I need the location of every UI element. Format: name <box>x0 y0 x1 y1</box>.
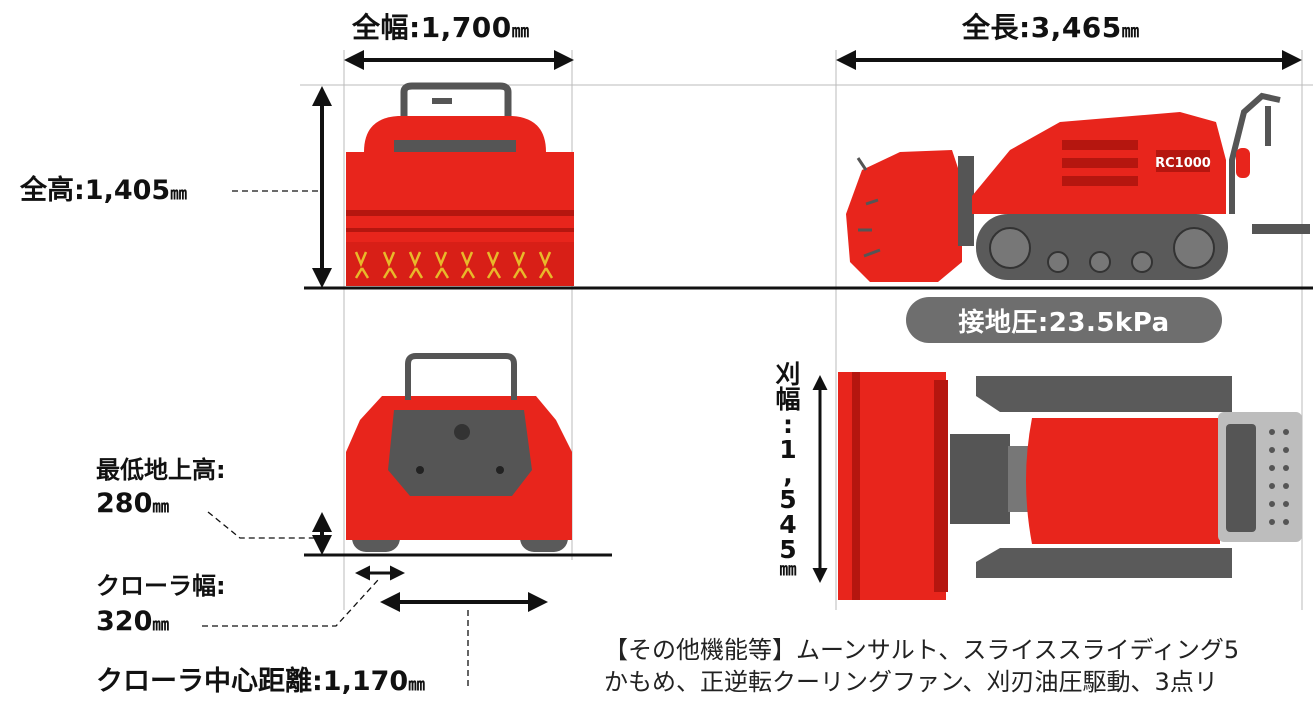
ground-clearance-value: 280㎜ <box>96 488 170 519</box>
crawler-width-value: 320㎜ <box>96 606 170 637</box>
note-line-2: かもめ、正逆転クーリングファン、刈刃油圧駆動、3点リ <box>604 668 1218 696</box>
leader-lines <box>202 190 469 690</box>
side-view-machine: RC1000 <box>846 92 1310 282</box>
machine-logo-badge: RC1000 <box>1155 156 1211 171</box>
crawler-center-distance-label: クローラ中心距離:1,170㎜ <box>96 666 425 697</box>
overall-length-label: 全長:3,465㎜ <box>962 11 1140 44</box>
ground-pressure-badge: 接地圧:23.5kPa <box>906 297 1222 343</box>
note-line-1: 【その他機能等】ムーンサルト、スライススライディング5 <box>604 636 1240 664</box>
front-view-machine <box>346 82 574 286</box>
rear-view-machine <box>346 353 572 552</box>
cutting-width-label: 刈 幅 : 1 , 5 4 5 ㎜ <box>775 360 801 580</box>
front-blades <box>354 251 554 279</box>
overall-width-label: 全幅:1,700㎜ <box>352 11 530 44</box>
ground-clearance-title: 最低地上高: <box>96 456 226 484</box>
top-view-machine <box>838 372 1302 600</box>
crawler-width-title: クローラ幅: <box>96 572 226 600</box>
overall-height-label: 全高:1,405㎜ <box>20 175 187 206</box>
other-features-note: 【その他機能等】ムーンサルト、スライススライディング5 かもめ、正逆転クーリング… <box>604 634 1313 704</box>
